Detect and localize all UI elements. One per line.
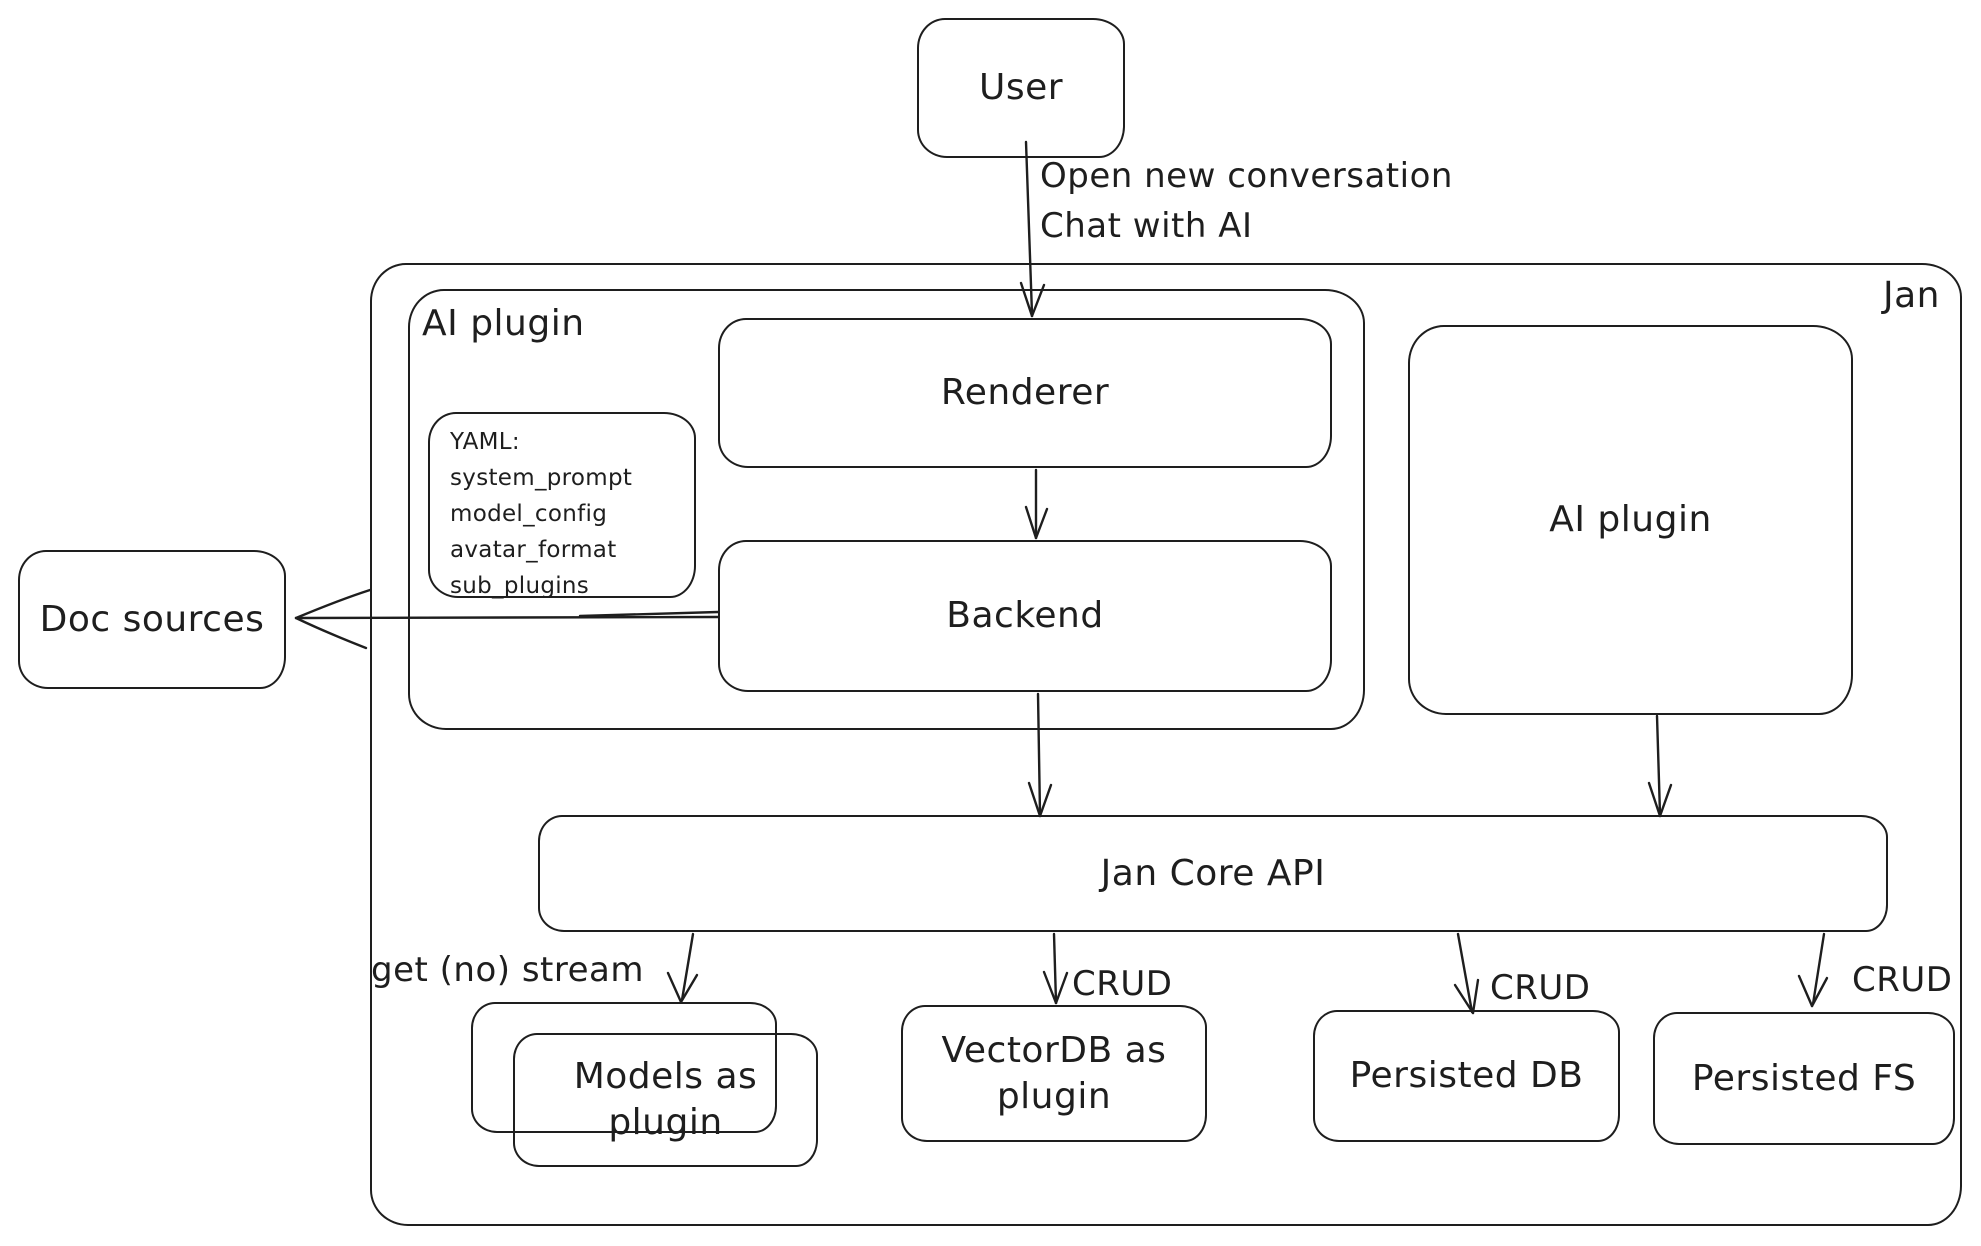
- jan-core-api-node-label: Jan Core API: [1100, 852, 1326, 894]
- doc-sources-node-box: Doc sources: [18, 550, 286, 689]
- doc-sources-node-label: Doc sources: [39, 598, 265, 640]
- edge-label-crud-vectordb: CRUD: [1072, 964, 1173, 1004]
- models-as-plugin-outer-box: [471, 1002, 777, 1133]
- ai-plugin-right-node-label: AI plugin: [1549, 499, 1712, 540]
- persisted-db-node-label: Persisted DB: [1349, 1055, 1584, 1096]
- vectordb-as-plugin-node-box: VectorDB as plugin: [901, 1005, 1207, 1142]
- models-as-plugin-node-box: Models as plugin: [513, 1033, 818, 1167]
- yaml-line-system-prompt: system_prompt: [450, 465, 633, 491]
- user-node-box: User: [917, 18, 1125, 158]
- edge-label-crud-persisted-fs: CRUD: [1852, 960, 1953, 1000]
- edge-label-chat-with-ai: Chat with AI: [1040, 206, 1253, 246]
- yaml-line-model-config: model_config: [450, 501, 608, 527]
- renderer-node-label: Renderer: [940, 372, 1110, 413]
- jan-container-label: Jan: [1883, 275, 1940, 316]
- jan-core-api-node-box: Jan Core API: [538, 815, 1888, 932]
- yaml-line-avatar-format: avatar_format: [450, 537, 617, 563]
- edge-label-crud-persisted-db: CRUD: [1490, 968, 1591, 1008]
- backend-node-label: Backend: [946, 595, 1104, 636]
- ai-plugin-left-container-box: AI plugin: [408, 289, 1365, 730]
- yaml-line-title: YAML:: [450, 429, 520, 455]
- vectordb-as-plugin-node-label: VectorDB as plugin: [941, 1029, 1167, 1117]
- models-as-plugin-node-label: Models as plugin: [573, 1056, 758, 1143]
- yaml-note-box: YAML: system_prompt model_config avatar_…: [428, 412, 696, 599]
- jan-container-box: Jan: [370, 263, 1962, 1226]
- ai-plugin-right-node-box: AI plugin: [1408, 325, 1853, 715]
- yaml-line-sub-plugins: sub_plugins: [450, 573, 590, 599]
- backend-node-box: Backend: [718, 540, 1332, 692]
- renderer-node-box: Renderer: [718, 318, 1332, 468]
- ai-plugin-left-container-label: AI plugin: [422, 303, 585, 344]
- user-node-label: User: [978, 67, 1064, 108]
- edge-label-get-no-stream: get (no) stream: [371, 950, 644, 990]
- persisted-db-node-box: Persisted DB: [1313, 1010, 1620, 1142]
- edge-label-open-new-conversation: Open new conversation: [1040, 156, 1453, 196]
- persisted-fs-node-label: Persisted FS: [1691, 1057, 1917, 1099]
- persisted-fs-node-box: Persisted FS: [1653, 1012, 1955, 1145]
